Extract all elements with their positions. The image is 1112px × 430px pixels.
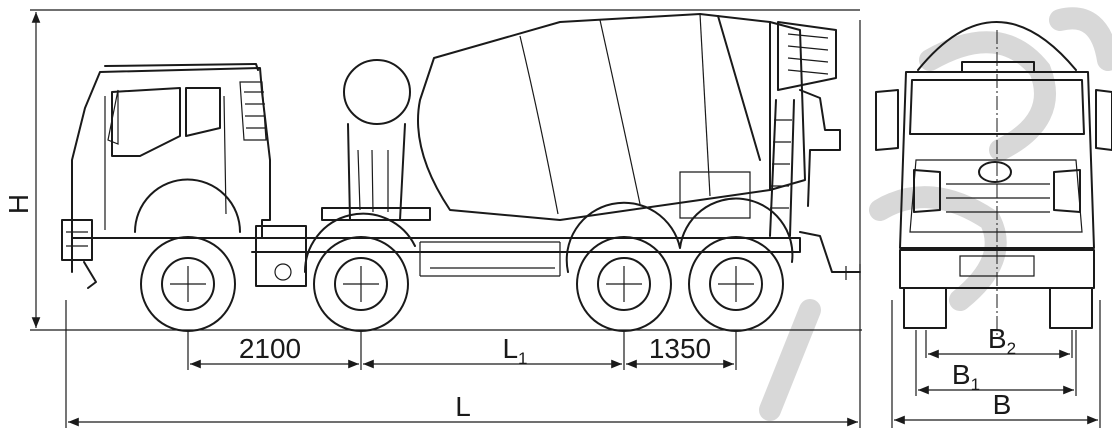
label-wheelbase-rear: 1350 (649, 333, 711, 364)
right-mirror (1095, 89, 1112, 151)
label-wheelbase-front: 2100 (239, 333, 301, 364)
fuel-tank (255, 225, 307, 287)
front-grille (909, 159, 1083, 233)
drum-drive-box (679, 171, 751, 219)
label-wheelbase-middle: L1 (502, 333, 527, 368)
rear-hopper-and-ladder (769, 21, 861, 280)
front-bumper (61, 219, 93, 261)
side-mirror (107, 89, 119, 145)
label-overall-width: B (993, 389, 1012, 420)
hopper (777, 21, 837, 91)
cab-side-window (185, 87, 221, 137)
wheel-rear-2 (688, 236, 784, 332)
front-badge (978, 161, 1012, 183)
rear-mudguard (565, 197, 794, 273)
front-view-bumper (899, 249, 1095, 289)
label-track-b1: B1 (952, 359, 980, 394)
watermark (759, 7, 1112, 421)
wheel-second-steer (303, 212, 416, 332)
cab-vent (239, 81, 267, 141)
front-mudguard (134, 178, 241, 233)
front-view-drum-top (917, 21, 1077, 71)
dimension-lines (30, 9, 1101, 428)
wheel-front (140, 236, 236, 332)
cab-door-window (111, 87, 181, 157)
water-tank (321, 59, 431, 221)
side-view (60, 13, 862, 332)
label-overall-length: L (455, 391, 471, 422)
windshield (909, 79, 1085, 135)
tow-hook (83, 261, 97, 289)
front-view (875, 21, 1112, 336)
second-mudguard (303, 212, 416, 273)
rear-chute (799, 231, 861, 273)
chassis-frame (251, 237, 801, 277)
ladder-rails (769, 99, 795, 237)
left-headlight (913, 169, 941, 213)
dimension-labels: H 2100 L1 1350 L B2 B1 B (3, 194, 1016, 422)
cab (61, 63, 271, 289)
right-headlight (1053, 169, 1081, 213)
fuel-cap (274, 263, 292, 281)
label-height: H (3, 194, 34, 214)
front-view-left-tire (903, 287, 947, 329)
front-view-roof-light (961, 61, 1035, 73)
mixer-drum (417, 13, 806, 221)
left-mirror (875, 89, 899, 151)
wheel-rear-1 (576, 236, 672, 332)
front-view-right-tire (1049, 287, 1093, 329)
label-track-b2: B2 (988, 323, 1016, 358)
